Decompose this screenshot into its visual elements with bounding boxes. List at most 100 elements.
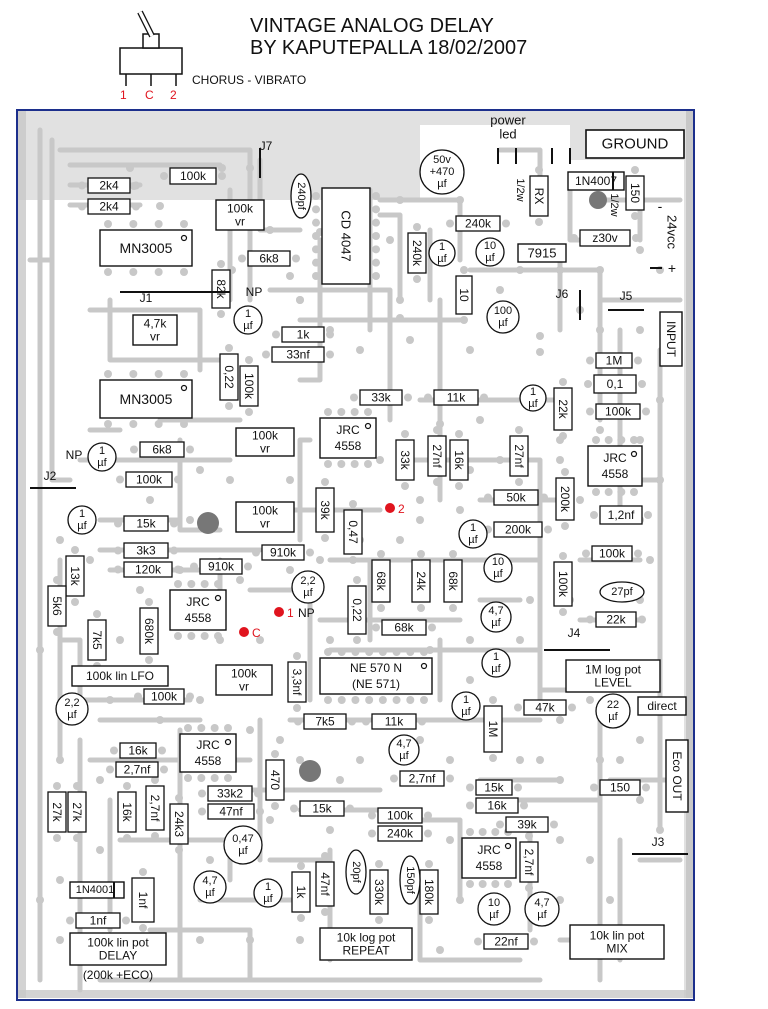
ecap-0-47uf [223,825,263,865]
resistor-39k-b [505,816,549,833]
ecap-1uf-d-label-line: µf [468,534,478,546]
ecap-1uf-f-label-line: µf [461,706,471,718]
resistor-rx-label: RX [532,188,546,205]
resistor-910k-b [199,558,243,575]
direct-out [637,696,687,716]
resistor-1k-a-label: 1k [297,328,311,342]
ic-jrc-3-label-1: JRC [186,595,210,609]
ecap-22uf-label-line: 22 [607,699,619,711]
pot-100k-lin-delay-label-line: DELAY [99,949,137,963]
ic-ne570-label-1: NE 570 N [350,661,402,675]
resistor-22k-a [553,387,573,431]
resistor-15k-c-label: 15k [484,781,504,795]
ecap-4-7uf-d-label-line: µf [537,909,547,921]
resistor-2k4-a-label: 2k4 [99,179,119,193]
cap-20pf-label: 20pf [350,861,362,883]
ecap-1uf-g-label-line: 1 [265,881,271,893]
ecap-4-7uf-a-label-line: µf [491,617,501,629]
pot-100k-lin-delay-label-line: 100k lin pot [87,936,149,950]
ecap-10uf-c-label-line: 10 [488,897,500,909]
ic-mn3005-bottom-label: MN3005 [120,391,173,407]
resistor-100k-g-label: 100k [242,373,256,400]
ground-label: GROUND [602,136,669,153]
resistor-7k5-b-label: 7k5 [315,715,335,729]
cap-33nf-label: 33nf [286,348,310,362]
ic-mn3005-bottom-label: MN3005 [120,391,173,407]
resistor-7k5-b [303,713,347,730]
trimmer-100k-a [215,199,265,231]
connector-j2-label: J2 [44,469,57,483]
resistor-100k-g-label: 100k [242,373,256,400]
ecap-10uf-b-label-line: µf [493,568,503,580]
resistor-1k-a-label: 1k [297,328,311,342]
resistor-39k-a [315,487,335,533]
rx-wattage-label: 1/2w [514,178,526,201]
ecap-4-7uf-c-label-line: 4,7 [202,875,217,887]
diode-1n4007-label: 1N4007 [575,174,617,188]
ecap-1uf-g-label-line: µf [263,893,273,905]
resistor-68k-b-label: 68k [446,571,460,591]
resistor-240k-v [407,232,427,274]
resistor-330k-label: 330k [372,879,386,906]
resistor-910k-a-label: 910k [270,546,297,560]
resistor-1k-b-label: 1k [294,886,308,900]
cap-0-47-a [343,509,363,555]
ecap-1uf-e-label-line: µf [491,663,501,675]
ecap-4-7uf-d-label: 4,7µf [534,897,549,921]
ic-mn3005-top [99,229,193,267]
resistor-16k-c-label: 16k [120,802,134,822]
ground-label: GROUND [602,136,669,153]
resistor-68k-c-label: 68k [394,621,414,635]
ecap-1uf-np-a-label-line: 1 [245,308,251,320]
ecap-2-2uf-a-label-line: µf [303,587,313,599]
cap-0-22-a-label: 0,22 [222,365,236,389]
resistor-16k-c-label: 16k [120,802,134,822]
cap-0-22-b-label: 0,22 [350,598,364,622]
ecap-1uf-c [67,505,97,535]
ecap-470uf [419,149,465,195]
ecap-1uf-b-label: 1µf [528,386,538,410]
resistor-24k3 [169,803,189,845]
switch-pin-c: C [145,88,154,102]
ic-ne570 [319,657,433,695]
resistor-47k-label: 47k [535,701,555,715]
ic-jrc-1-label-1: JRC [336,423,360,437]
ic-ne570-label-2: (NE 571) [352,677,400,691]
cap-0-1 [593,374,637,394]
resistor-3k3-label: 3k3 [136,544,156,558]
resistor-1k-a [281,326,325,343]
resistor-680k-label: 680k [142,618,156,645]
minus-label: - [658,198,663,214]
resistor-150-a-label: 150 [610,781,630,795]
resistor-82k-label: 82k [214,279,228,299]
ground-plane [18,111,693,998]
cap-0-1-label: 0,1 [607,377,624,391]
ecap-10uf-a [475,237,505,267]
resistor-13k-label: 13k [68,566,82,586]
pot-100k-lin-lfo-label: 100k lin LFO [86,669,154,683]
resistor-68k-a-label: 68k [374,571,388,591]
connector-j7-label: J7 [260,139,273,153]
resistor-33k-v-label: 33k [398,450,412,470]
input-jack [659,311,683,367]
resistor-47k-label: 47k [535,701,555,715]
ecap-470uf-label-line: 50v [433,154,451,166]
ic-jrc-3-label-2: 4558 [185,611,212,625]
resistor-240k-b-label: 240k [387,827,414,841]
cap-0-22-a-label: 0,22 [222,365,236,389]
resistor-7k5-a-label: 7k5 [90,630,104,650]
resistor-10-label: 10 [457,288,471,302]
marker-pin1-np: NP [298,606,315,620]
plus-label: + [668,260,676,276]
ic-ne570-label-2: (NE 571) [352,677,400,691]
resistor-16k-d-label: 16k [487,799,507,813]
resistor-33k2-label: 33k2 [217,787,243,801]
ecap-1uf-g [253,878,283,908]
pot-100k-lin-delay [69,932,167,966]
cap-22nf-label: 22nf [494,935,518,949]
connector-j4-label: J4 [568,626,581,640]
resistor-13k-label: 13k [68,566,82,586]
resistor-22k-a-label: 22k [556,399,570,419]
